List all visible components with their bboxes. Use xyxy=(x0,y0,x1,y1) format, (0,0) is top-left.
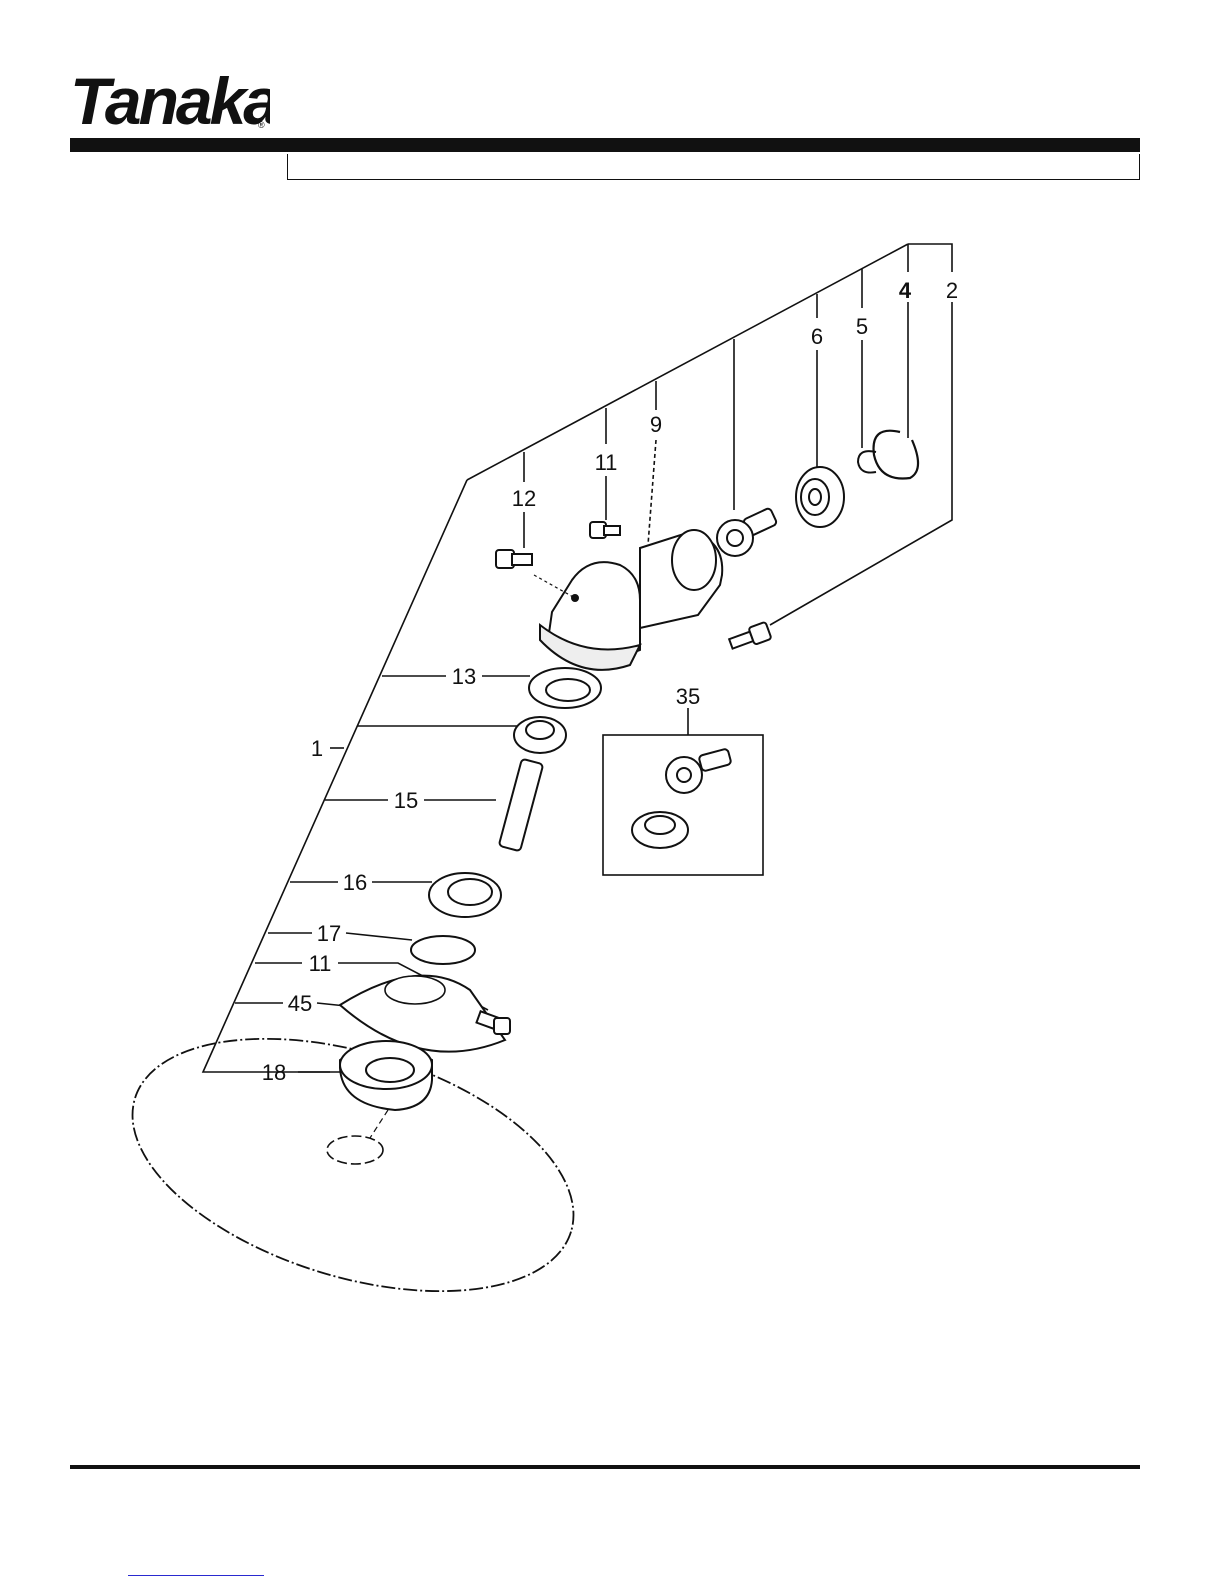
callout-6: 6 xyxy=(811,324,823,349)
callout-16: 16 xyxy=(343,870,367,895)
callout-11-lower: 11 xyxy=(309,951,332,976)
callout-1: 1 xyxy=(311,736,323,761)
footer-link-underline[interactable] xyxy=(128,1575,264,1586)
callout-15: 15 xyxy=(394,788,418,813)
callout-12: 12 xyxy=(512,486,536,511)
callout-18: 18 xyxy=(262,1060,286,1085)
callout-13: 13 xyxy=(452,664,476,689)
callout-9: 9 xyxy=(650,412,662,437)
callout-17: 17 xyxy=(317,921,341,946)
callout-35: 35 xyxy=(676,684,700,709)
footer-rule xyxy=(70,1465,1140,1469)
callout-5: 5 xyxy=(856,314,868,339)
callout-4: 4 xyxy=(899,278,912,303)
callout-2: 2 xyxy=(946,278,958,303)
callout-45: 45 xyxy=(288,991,312,1016)
callout-11-upper: 11 xyxy=(595,450,618,475)
